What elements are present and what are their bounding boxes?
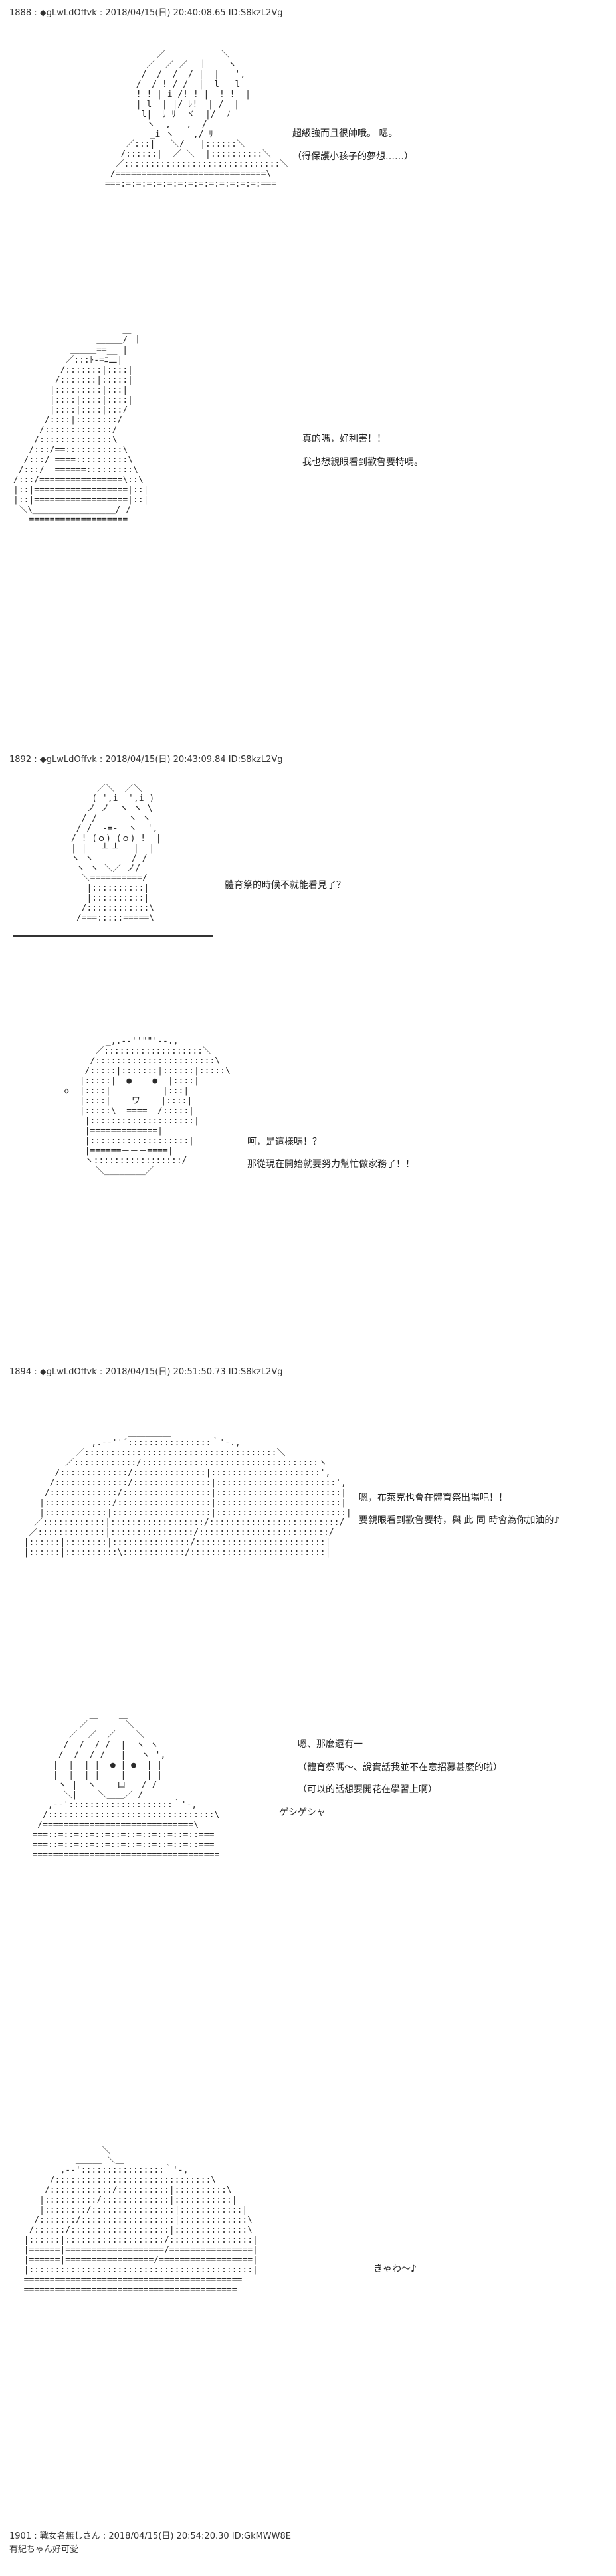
dialogue-line: 嗯、那麼還有一	[298, 1739, 363, 1750]
ascii-art-figure: ＿ ＿＿＿/ ｜ ＿＿＿==__ | ／:::ﾄ-=ﾆ二| /:::::::|:…	[13, 325, 149, 525]
dialogue-line: きゃわ～♪	[373, 2264, 417, 2274]
reply-text: 有紀ちゃん好可愛	[9, 2545, 79, 2555]
post-header-1888: 1888 : ◆gLwLdOffvk : 2018/04/15(日) 20:40…	[9, 8, 283, 18]
dialogue-line: 超級強而且很帥哦。 嗯。	[292, 128, 398, 139]
post-header-1894: 1894 : ◆gLwLdOffvk : 2018/04/15(日) 20:51…	[9, 1367, 283, 1377]
reply-header-1901: 1901 : 戰女名無しさん : 2018/04/15(日) 20:54:20.…	[9, 2531, 292, 2541]
dialogue-line: 那從現在開始就要努力幫忙做家務了！！	[247, 1159, 415, 1170]
dialogue-line: 真的嗎，好利害！！	[302, 434, 386, 444]
sound-effect: ゲシゲシャ	[279, 1807, 326, 1818]
ascii-art-figure: ＼ ＿＿＿ ＼＿ ,-‐'::::::::::::::::｀'‐, /:::::…	[23, 2146, 258, 2295]
ascii-art-figure: _,.-‐''""'‐-., ／:::::::::::::::::::＼ /::…	[64, 1036, 231, 1176]
dialogue-line: 我也想親眼看到歡鲁要特嗎。	[302, 457, 423, 468]
dialogue-line: （可以的話想要開花在學習上啊）	[298, 1784, 437, 1795]
floor-line	[13, 935, 213, 937]
dialogue-line: 體育祭的時候不就能看見了？	[225, 880, 346, 891]
dialogue-line: （得保護小孩子的夢想……）	[292, 151, 413, 162]
dialogue-line: （體育祭嗎～、說實話我並不在意招募甚麼的啦）	[298, 1762, 502, 1773]
dialogue-line: 呵，是這樣嗎！？	[247, 1137, 322, 1147]
ascii-art-figure: ＿ ￣ ＿ ／ ＿ ＼ ／ ／ ／ ｜ ヽ / / / / | | ', / /…	[104, 40, 289, 189]
dialogue-line: 要親眼看到歡鲁要特，與 此 同 時會為你加油的♪	[359, 1515, 560, 1526]
dialogue-line: 嗯，布萊克也會在體育祭出場吧！！	[359, 1493, 508, 1503]
post-header-1892: 1892 : ◆gLwLdOffvk : 2018/04/15(日) 20:43…	[9, 755, 283, 765]
ascii-art-figure: ＿＿＿＿＿ ,.-‐''´::::::::::::::::｀'‐., ／::::…	[23, 1428, 352, 1558]
ascii-art-figure: ＿ ＿ ／ ￣￣ ＼ ／ ／ ／ ＼ / / / / | ヽ ヽ / / / /…	[32, 1710, 220, 1860]
ascii-art-figure: ／＼ ／＼ ( ',i ',i ) ノ ノ ヽ ヽ \ / / ヽ ヽ / / …	[70, 784, 161, 923]
